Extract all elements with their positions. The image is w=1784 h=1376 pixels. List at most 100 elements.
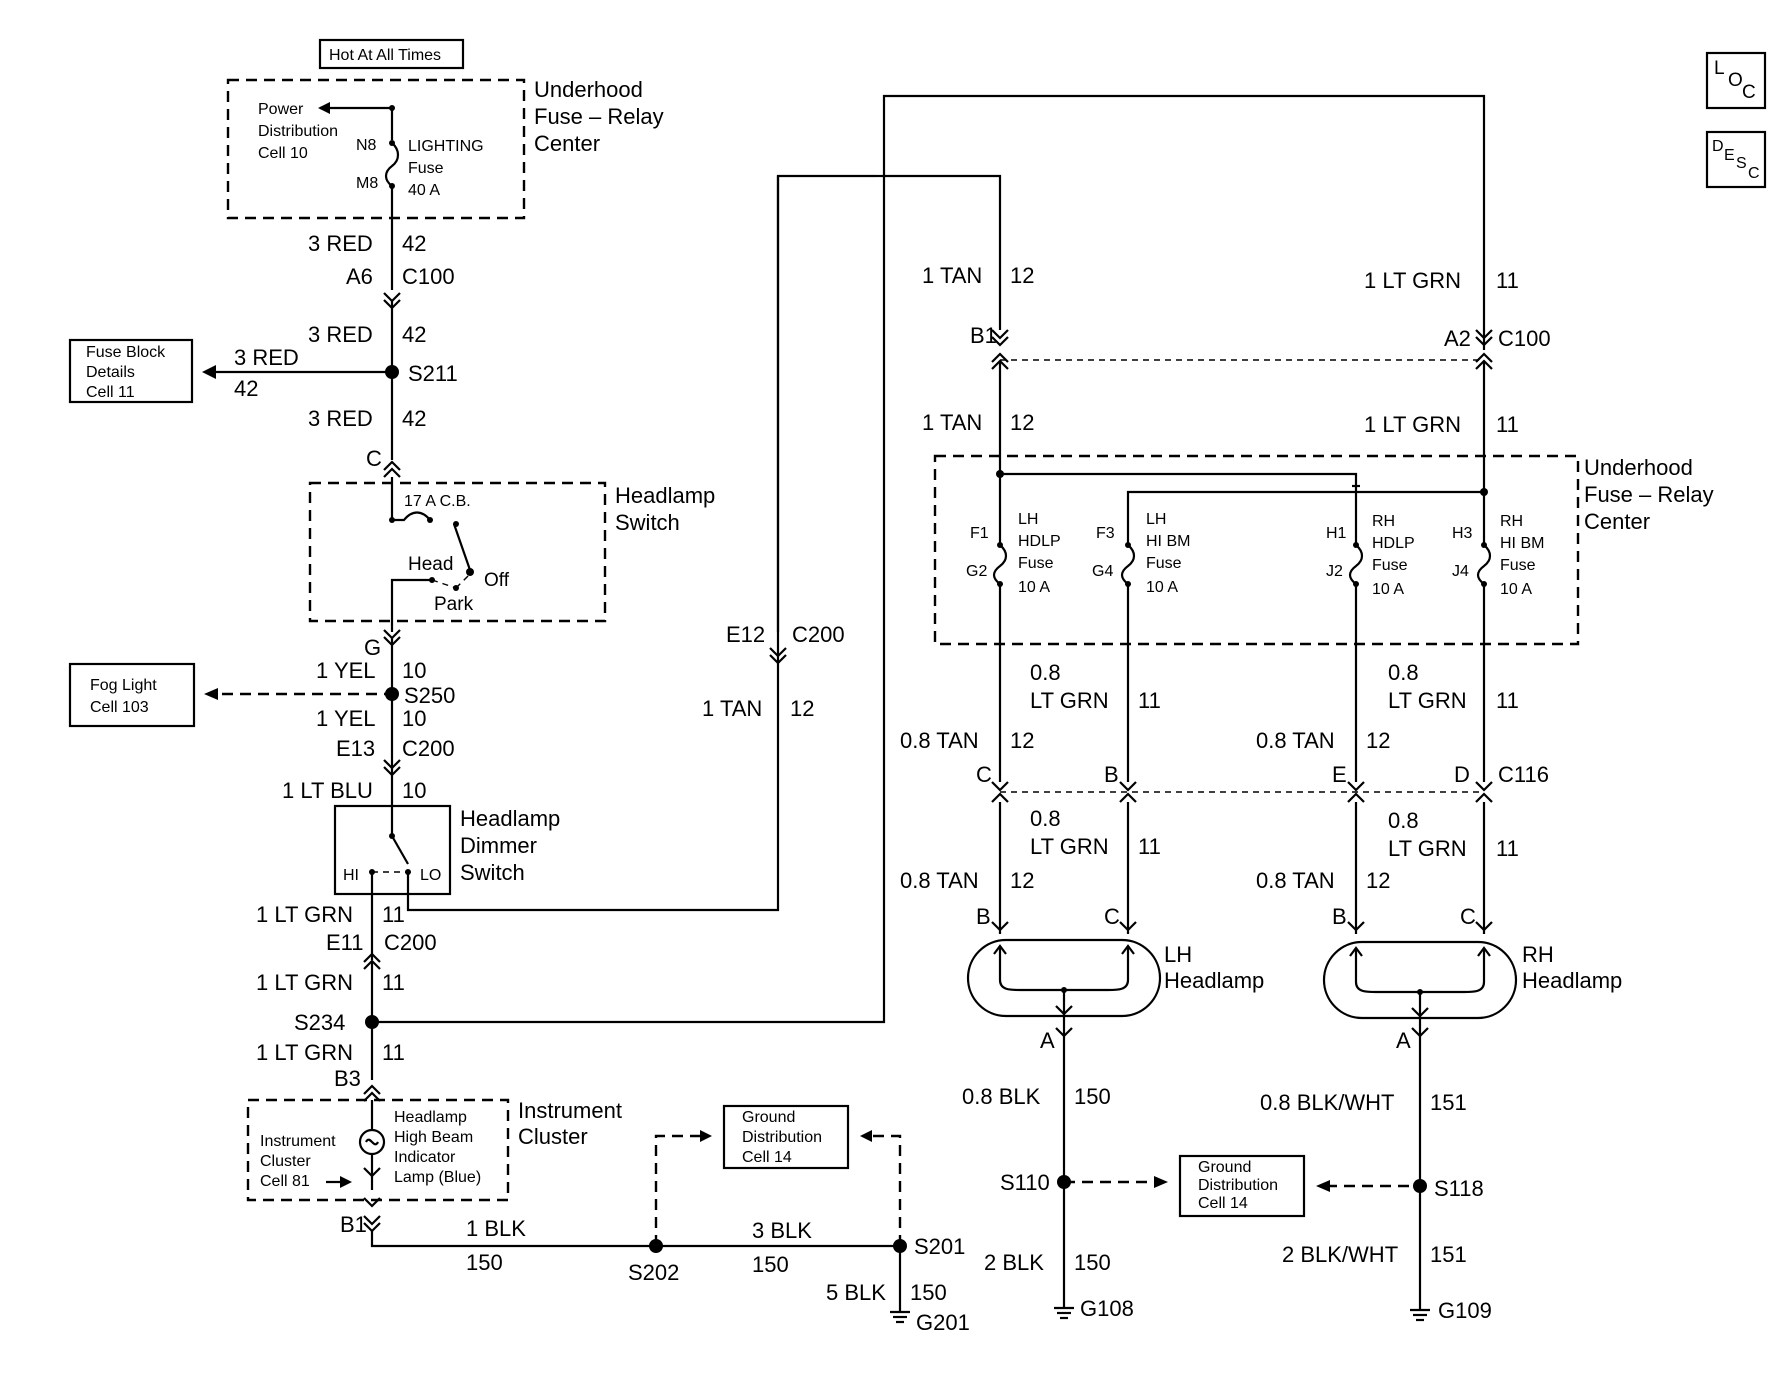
svg-text:S110: S110 (1000, 1170, 1050, 1195)
svg-text:C100: C100 (402, 264, 455, 289)
svg-text:A2: A2 (1444, 326, 1471, 351)
svg-text:RH: RH (1522, 942, 1554, 967)
svg-text:Instrument: Instrument (518, 1098, 622, 1123)
svg-text:C: C (1460, 904, 1476, 929)
svg-text:Headlamp: Headlamp (460, 806, 560, 831)
svg-text:10 A: 10 A (1500, 581, 1532, 598)
ground-left: B1 1 BLK 150 S202 3 BLK 150 S201 5 BLK 1… (340, 1130, 970, 1335)
svg-text:150: 150 (910, 1280, 947, 1305)
svg-text:0.8 TAN: 0.8 TAN (1256, 728, 1335, 753)
underhood-fuse-relay-center-right: Underhood Fuse – Relay Center (933, 454, 1714, 646)
rh-hdlp-fuse: H1 J2 RH HDLP Fuse 10 A (1326, 484, 1415, 598)
svg-text:Headlamp: Headlamp (394, 1109, 467, 1126)
svg-text:G2: G2 (966, 563, 987, 580)
svg-text:1 YEL: 1 YEL (316, 658, 376, 683)
svg-text:0.8 TAN: 0.8 TAN (900, 728, 979, 753)
svg-text:3 RED: 3 RED (308, 231, 373, 256)
svg-text:11: 11 (382, 970, 405, 995)
svg-text:0.8: 0.8 (1030, 806, 1061, 831)
svg-text:11: 11 (382, 902, 405, 927)
svg-text:5 BLK: 5 BLK (826, 1280, 886, 1305)
lh-headlamp: LH Headlamp (966, 938, 1264, 1036)
svg-text:1 LT GRN: 1 LT GRN (256, 902, 353, 927)
svg-text:42: 42 (402, 322, 426, 347)
svg-text:Cell 10: Cell 10 (258, 145, 308, 162)
svg-text:N8: N8 (356, 137, 377, 154)
lh-hibm-fuse: F3 G4 LH HI BM Fuse 10 A (1092, 511, 1190, 596)
svg-text:150: 150 (466, 1250, 503, 1275)
svg-text:M8: M8 (356, 175, 378, 192)
svg-text:10 A: 10 A (1372, 581, 1404, 598)
svg-text:A: A (1040, 1028, 1055, 1053)
ground-distribution-box-right: Ground Distribution Cell 14 (1178, 1154, 1306, 1218)
svg-text:11: 11 (382, 1040, 405, 1065)
loc-icon[interactable]: L O C (1705, 51, 1767, 110)
svg-text:C200: C200 (792, 622, 845, 647)
wire-ltgrn-right-top: 1 LT GRN 11 A2 C100 1 LT GRN 11 (1364, 268, 1551, 545)
underhood-fuse-relay-center-top: Underhood Fuse – Relay Center Power Dist… (226, 77, 664, 220)
svg-text:Headlamp: Headlamp (1164, 968, 1264, 993)
hot-at-all-times-box: Hot At All Times (318, 38, 465, 70)
svg-text:3 BLK: 3 BLK (752, 1218, 812, 1243)
svg-text:40 A: 40 A (408, 182, 440, 199)
svg-text:D: D (1454, 762, 1470, 787)
svg-text:S118: S118 (1434, 1176, 1484, 1201)
svg-text:1 LT GRN: 1 LT GRN (256, 970, 353, 995)
svg-text:12: 12 (1010, 868, 1034, 893)
svg-text:LT GRN: LT GRN (1030, 688, 1109, 713)
svg-text:HDLP: HDLP (1018, 533, 1061, 550)
svg-text:Fuse Block: Fuse Block (86, 344, 166, 361)
svg-text:Cell 103: Cell 103 (90, 699, 149, 716)
connector-c116: C B E D C116 (976, 762, 1549, 803)
svg-text:3 RED: 3 RED (308, 406, 373, 431)
wire-1tan-e12: E12 C200 1 TAN 12 (702, 174, 884, 721)
svg-text:A: A (1396, 1028, 1411, 1053)
svg-text:S201: S201 (914, 1234, 965, 1259)
svg-text:LH: LH (1018, 511, 1038, 528)
svg-text:B: B (976, 904, 991, 929)
svg-text:0.8 TAN: 0.8 TAN (900, 868, 979, 893)
svg-text:B3: B3 (334, 1066, 361, 1091)
svg-text:11: 11 (1496, 688, 1519, 713)
svg-text:11: 11 (1496, 412, 1519, 437)
svg-text:Center: Center (534, 131, 600, 156)
svg-text:G201: G201 (916, 1310, 970, 1335)
svg-text:1 TAN: 1 TAN (922, 410, 982, 435)
svg-text:LT GRN: LT GRN (1388, 836, 1467, 861)
svg-text:S250: S250 (404, 683, 455, 708)
wires-to-c116: 0.8 LT GRN 11 0.8 LT GRN 11 0.8 TAN 12 0… (900, 584, 1519, 782)
svg-text:C100: C100 (1498, 326, 1551, 351)
headlamp-dimmer-switch: Headlamp Dimmer Switch HI LO (333, 174, 876, 960)
svg-text:12: 12 (1010, 728, 1034, 753)
svg-text:12: 12 (1010, 410, 1034, 435)
svg-text:11: 11 (1138, 834, 1161, 859)
svg-text:10: 10 (402, 778, 426, 803)
desc-icon[interactable]: D E S C (1705, 130, 1767, 189)
svg-text:151: 151 (1430, 1090, 1467, 1115)
svg-text:LT GRN: LT GRN (1030, 834, 1109, 859)
svg-text:Head: Head (408, 554, 453, 575)
svg-text:Fuse: Fuse (1500, 557, 1536, 574)
svg-text:LT GRN: LT GRN (1388, 688, 1467, 713)
wire-tan-right-top: 1 TAN 12 B1 1 TAN 12 (884, 174, 1484, 478)
svg-text:Lamp (Blue): Lamp (Blue) (394, 1169, 481, 1186)
svg-text:150: 150 (752, 1252, 789, 1277)
svg-text:10 A: 10 A (1018, 579, 1050, 596)
svg-text:Fuse: Fuse (408, 160, 444, 177)
svg-text:B1: B1 (970, 323, 997, 348)
svg-text:10: 10 (402, 706, 426, 731)
svg-text:Distribution: Distribution (742, 1129, 822, 1146)
svg-text:HI BM: HI BM (1146, 533, 1190, 550)
svg-text:1 TAN: 1 TAN (922, 263, 982, 288)
fog-light-box: Fog Light Cell 103 (68, 662, 196, 728)
svg-text:0.8: 0.8 (1388, 660, 1419, 685)
svg-text:11: 11 (1138, 688, 1161, 713)
svg-text:E: E (1724, 147, 1735, 164)
fuse-block-details-box: Fuse Block Details Cell 11 (68, 338, 194, 404)
svg-text:Cluster: Cluster (518, 1124, 588, 1149)
svg-text:0.8 BLK/WHT: 0.8 BLK/WHT (1260, 1090, 1394, 1115)
svg-text:High Beam: High Beam (394, 1129, 473, 1146)
svg-text:Headlamp: Headlamp (615, 483, 715, 508)
svg-text:Fuse – Relay: Fuse – Relay (1584, 482, 1714, 507)
